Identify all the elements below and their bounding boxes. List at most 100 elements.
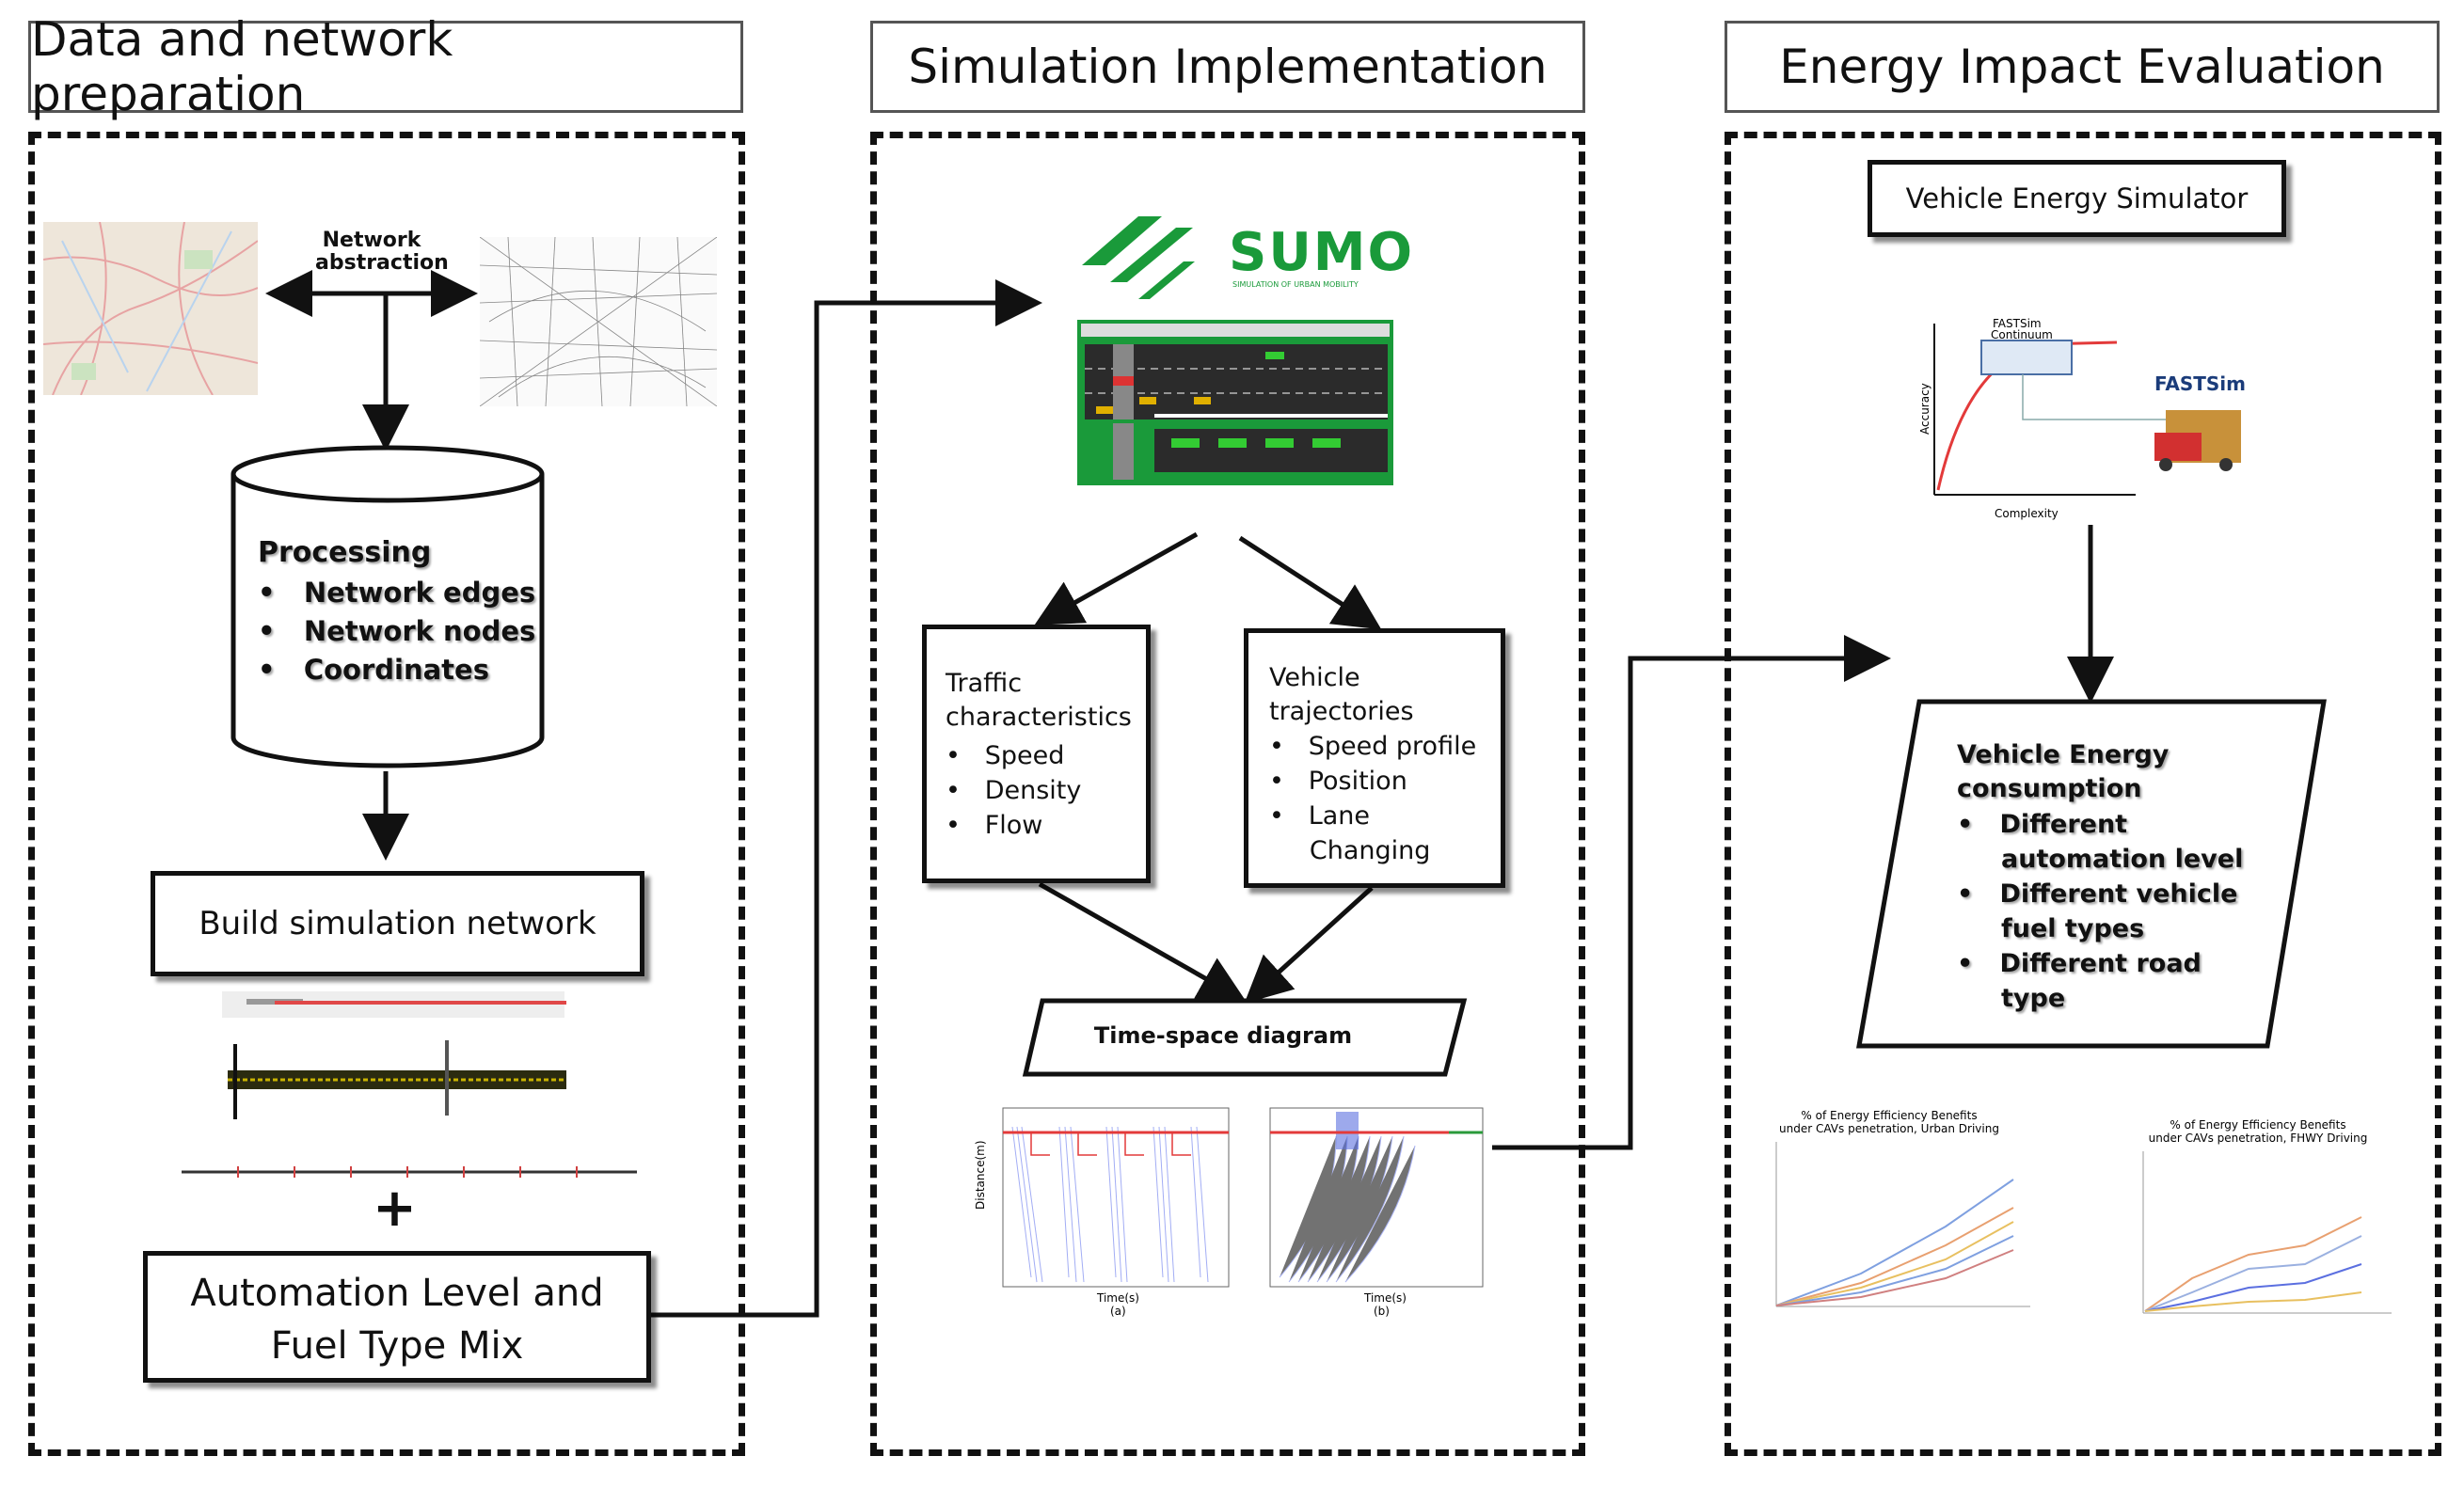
- vehicle-item-changing: Changing: [1309, 836, 1431, 865]
- vehicle-list: • Speed profile • Position • Lane Changi…: [1269, 729, 1476, 868]
- plot-a-label: (a): [1110, 1305, 1126, 1317]
- processing-database-cylinder: [231, 445, 545, 768]
- processing-item-edges: Network edges: [303, 577, 536, 609]
- plus-sign: +: [373, 1178, 417, 1239]
- plot-a-ylabel: Distance(m): [975, 1140, 987, 1210]
- vehicle-title: Vehicle trajectories: [1269, 661, 1414, 729]
- consumption-item: fuel types: [1957, 911, 2243, 946]
- chart-highway-title-line2: under CAVs penetration, FHWY Driving: [2149, 1132, 2368, 1145]
- sumo-tagline: SIMULATION OF URBAN MOBILITY: [1232, 280, 1359, 289]
- traffic-to-timespace-arrow: [1038, 881, 1247, 1002]
- traffic-title: Traffic characteristics: [946, 667, 1132, 735]
- traffic-item-speed: Speed: [984, 741, 1065, 770]
- build-network-text: Build simulation network: [199, 905, 596, 942]
- traffic-item-density: Density: [984, 776, 1082, 805]
- vehicle-item: Changing: [1269, 833, 1476, 868]
- data-prep-panel: [28, 132, 745, 1456]
- traffic-item: • Flow: [946, 811, 1043, 840]
- consumption-item-automation-1: Different: [1999, 810, 2128, 839]
- consumption-item: automation level: [1957, 842, 2243, 877]
- traffic-item: • Density: [946, 776, 1082, 805]
- time-space-shape: [1022, 998, 1468, 1077]
- traffic-title-line2: characteristics: [946, 703, 1132, 732]
- mix-box: Automation Level and Fuel Type Mix: [143, 1251, 651, 1383]
- consumption-item-road-1: Different road: [1999, 949, 2202, 978]
- vehicle-trajectories-box: Vehicle trajectories • Speed profile • P…: [1244, 628, 1505, 888]
- data-prep-header: Data and network preparation: [28, 12, 743, 121]
- energy-benefit-chart-highway: % of Energy Efficiency Benefits under CA…: [2098, 1114, 2408, 1326]
- consumption-title-line2: consumption: [1957, 774, 2142, 803]
- energy-benefit-chart-urban: % of Energy Efficiency Benefits under CA…: [1739, 1104, 2049, 1321]
- plot-b-label: (b): [1374, 1305, 1390, 1317]
- vehicle-item: • Position: [1269, 767, 1407, 796]
- vehicle-title-line2: trajectories: [1269, 697, 1414, 726]
- simulation-panel: [870, 132, 1585, 1456]
- processing-title: Processing: [258, 536, 432, 569]
- vehicle-item-position: Position: [1308, 767, 1407, 796]
- consumption-item: type: [1957, 981, 2243, 1016]
- chart-urban-title-line2: under CAVs penetration, Urban Driving: [1779, 1122, 1999, 1135]
- network-graph-image: [480, 237, 717, 406]
- time-space-plot-b: Time(s) (b): [1242, 1099, 1492, 1317]
- vehicle-item: • Lane: [1269, 801, 1370, 831]
- consumption-item-road-2: type: [2001, 984, 2066, 1013]
- consumption-item: • Different vehicle: [1957, 879, 2238, 909]
- vehicle-energy-simulator-text: Vehicle Energy Simulator: [1905, 182, 2249, 214]
- traffic-item-flow: Flow: [984, 811, 1043, 840]
- plot-b-xlabel: Time(s): [1363, 1291, 1407, 1305]
- timespace-to-energy-connector: [1490, 635, 1891, 1150]
- network-abstraction-label: Network abstraction: [315, 229, 449, 276]
- sumo-to-vehicle-arrow: [1238, 535, 1382, 630]
- traffic-list: • Speed • Density • Flow: [946, 738, 1081, 843]
- time-space-plot-a: Distance(m) Time(s) (a): [975, 1099, 1238, 1317]
- simulation-header-text: Simulation Implementation: [908, 40, 1548, 94]
- vehicle-item: • Speed profile: [1269, 732, 1477, 761]
- consumption-title-line1: Vehicle Energy: [1957, 740, 2170, 769]
- vehicle-to-timespace-arrow: [1244, 886, 1374, 1004]
- plot-a-xlabel: Time(s): [1096, 1291, 1139, 1305]
- accuracy-label: Accuracy: [1918, 383, 1931, 435]
- network-abstraction-line1: Network: [322, 229, 421, 252]
- build-network-box: Build simulation network: [151, 871, 644, 976]
- consumption-title: Vehicle Energy consumption: [1957, 738, 2169, 806]
- traffic-characteristics-box: Traffic characteristics • Speed • Densit…: [922, 625, 1151, 883]
- timeline-axis: [182, 1166, 637, 1178]
- road-network-screenshot: [218, 988, 568, 1176]
- sumo-logo-icon: [1082, 216, 1195, 299]
- data-prep-header-text: Data and network preparation: [31, 12, 453, 121]
- fastsim-logo: FASTSim: [2154, 372, 2246, 395]
- consumption-list: • Different automation level • Different…: [1957, 807, 2243, 1016]
- processing-list: • Network edges • Network nodes • Coordi…: [258, 574, 535, 689]
- consumption-item-automation-2: automation level: [2001, 845, 2244, 874]
- energy-header-text: Energy Impact Evaluation: [1779, 40, 2385, 94]
- complexity-label: Complexity: [1995, 507, 2059, 520]
- consumption-shape: [1856, 699, 2327, 1049]
- chart-highway-title-line1: % of Energy Efficiency Benefits: [2170, 1118, 2345, 1132]
- chart-urban-title-line1: % of Energy Efficiency Benefits: [1801, 1109, 1977, 1122]
- processing-item-coordinates: Coordinates: [303, 654, 489, 686]
- consumption-item-fuel-2: fuel types: [2001, 914, 2145, 943]
- processing-item-nodes: Network nodes: [303, 615, 536, 647]
- sumo-to-traffic-arrow: [1034, 531, 1199, 625]
- vehicle-energy-simulator-box: Vehicle Energy Simulator: [1868, 160, 2286, 237]
- vehicle-item-speed-profile: Speed profile: [1308, 732, 1477, 761]
- vehicle-title-line1: Vehicle: [1269, 663, 1360, 692]
- consumption-item-fuel-1: Different vehicle: [1999, 879, 2238, 909]
- consumption-item: • Different: [1957, 810, 2128, 839]
- processing-item: • Coordinates: [258, 654, 489, 686]
- sumo-simulation-screenshot: [1077, 320, 1393, 485]
- processing-item: • Network nodes: [258, 615, 536, 647]
- fastsim-tradeoff-figure: FASTSim Continuum Accuracy Complexity: [1900, 316, 2258, 525]
- mix-to-sumo-connector: [651, 279, 1042, 1318]
- simulation-header: Simulation Implementation: [870, 21, 1585, 113]
- osm-map-image: [43, 222, 258, 395]
- network-abstraction-line2: abstraction: [315, 251, 449, 276]
- traffic-title-line1: Traffic: [946, 669, 1023, 698]
- time-space-text: Time-space diagram: [1093, 1022, 1353, 1049]
- fastsim-continuum-line1: FASTSim: [1993, 317, 2042, 330]
- mix-line2: Fuel Type Mix: [270, 1324, 524, 1368]
- fastsim-continuum-line2: Continuum: [1991, 328, 2053, 341]
- energy-header: Energy Impact Evaluation: [1725, 21, 2440, 113]
